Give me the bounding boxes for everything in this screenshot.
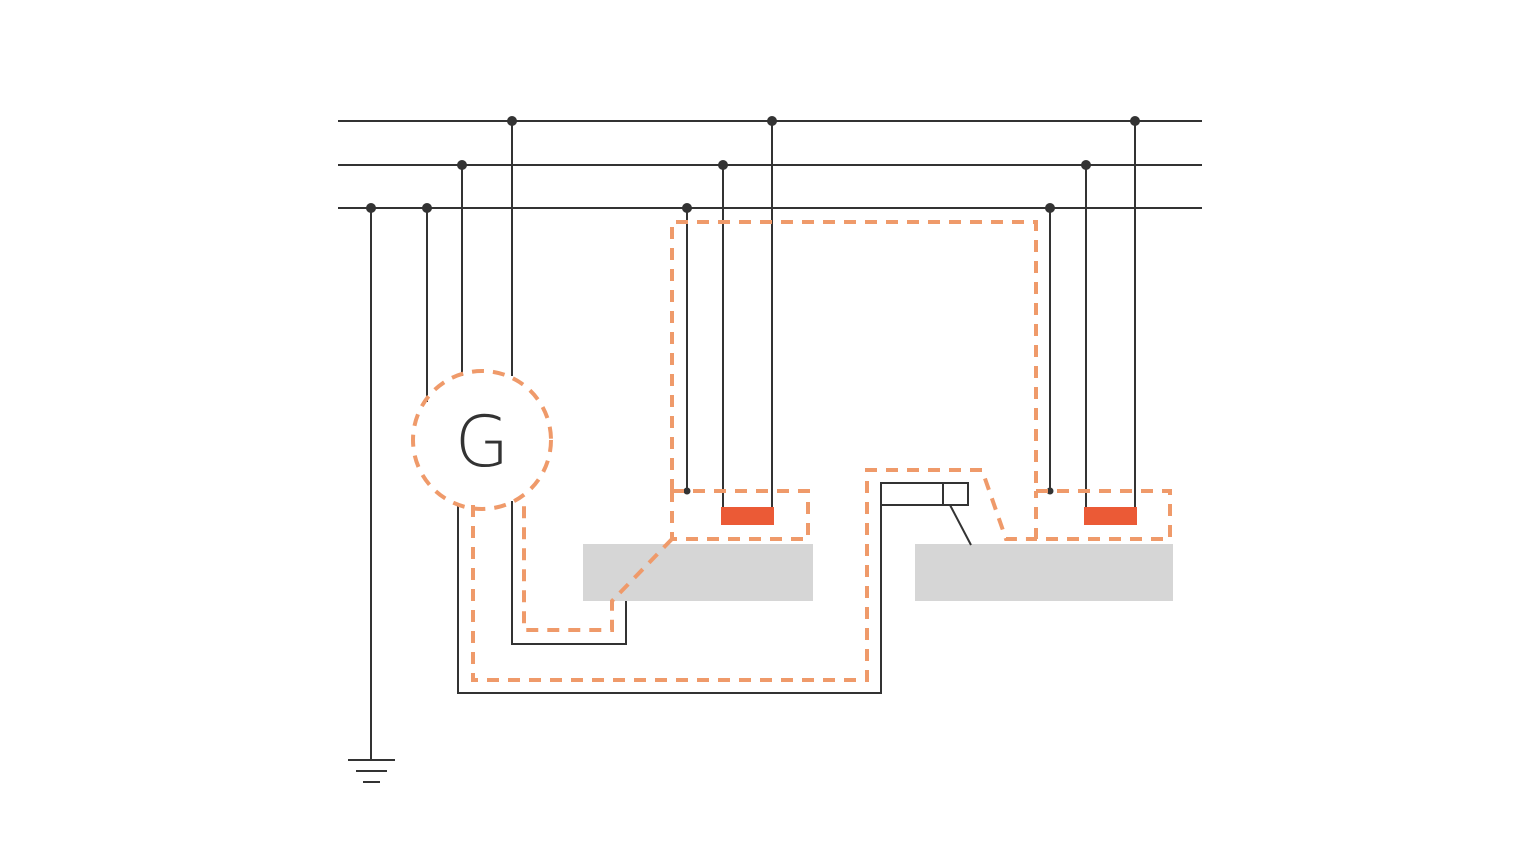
generator-label: G <box>455 401 509 483</box>
ground-icon <box>348 759 395 783</box>
fault-current-loop-outer <box>471 468 1036 682</box>
left-device-element <box>721 507 774 525</box>
return-conductor-outer <box>457 505 882 694</box>
switch-icon <box>880 482 972 546</box>
fault-current-loop-return <box>522 501 674 632</box>
bus-lines <box>338 120 1202 209</box>
fault-current-loop-left-device <box>670 489 810 541</box>
fault-current-loop-right-device <box>1034 489 1172 541</box>
right-device-element <box>1084 507 1137 525</box>
fault-current-loop-main <box>670 220 1038 491</box>
return-conductor-inner <box>511 501 627 645</box>
generator-icon: G <box>411 369 553 511</box>
junction-nodes <box>366 116 1140 495</box>
floor-slab-left <box>583 544 813 601</box>
floor-slab-right <box>915 544 1173 601</box>
